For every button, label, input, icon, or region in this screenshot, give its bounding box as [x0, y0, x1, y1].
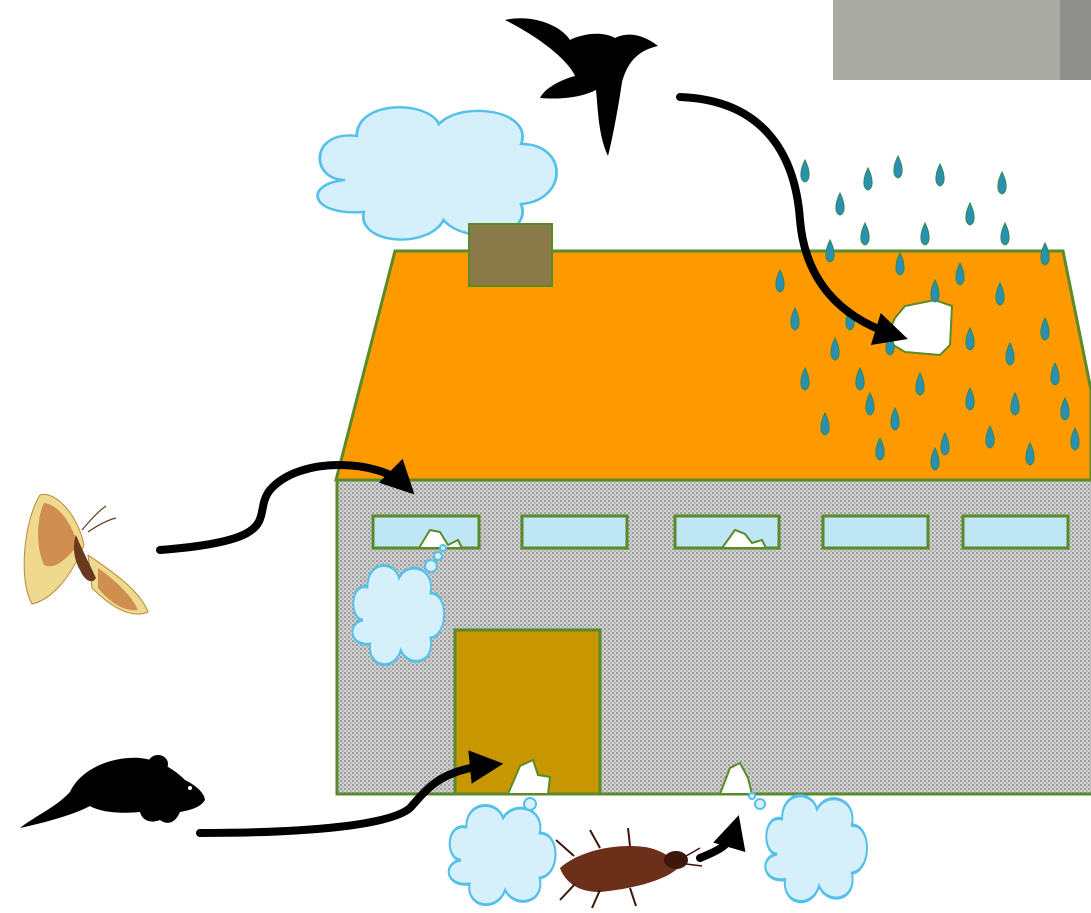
raindrop-icon [921, 223, 929, 245]
raindrop-icon [894, 156, 902, 178]
photo-fragment [833, 0, 1091, 80]
cloud-bubble [434, 552, 442, 560]
rat-silhouette-icon [20, 755, 205, 828]
windows [373, 516, 1068, 548]
cloud-bubble [524, 798, 536, 810]
cloud-icon [318, 107, 557, 239]
raindrop-icon [801, 160, 809, 182]
beetle-icon [556, 828, 702, 908]
raindrop-icon [836, 193, 844, 215]
raindrop-icon [966, 203, 974, 225]
window [823, 516, 928, 548]
raindrop-icon [1001, 223, 1009, 245]
cloud-bubble [749, 793, 755, 799]
cloud-bubble [440, 545, 446, 551]
photo-fragment-shade [1060, 0, 1091, 80]
raindrop-icon [998, 172, 1006, 194]
raindrop-icon [861, 223, 869, 245]
moth-icon [24, 494, 148, 614]
arrow-beetle-to-crack [700, 828, 735, 858]
bird-silhouette-icon [505, 18, 658, 156]
raindrop-icon [826, 240, 834, 262]
cloud-icon [765, 796, 867, 902]
raindrop-icon [864, 168, 872, 190]
cloud-bubble [755, 799, 765, 809]
chimney [469, 224, 552, 286]
roof [336, 251, 1091, 480]
window [522, 516, 627, 548]
window [963, 516, 1068, 548]
raindrop-icon [1041, 243, 1049, 265]
cloud-bubble [425, 560, 437, 572]
cloud-icon [449, 805, 556, 904]
raindrop-icon [936, 164, 944, 186]
